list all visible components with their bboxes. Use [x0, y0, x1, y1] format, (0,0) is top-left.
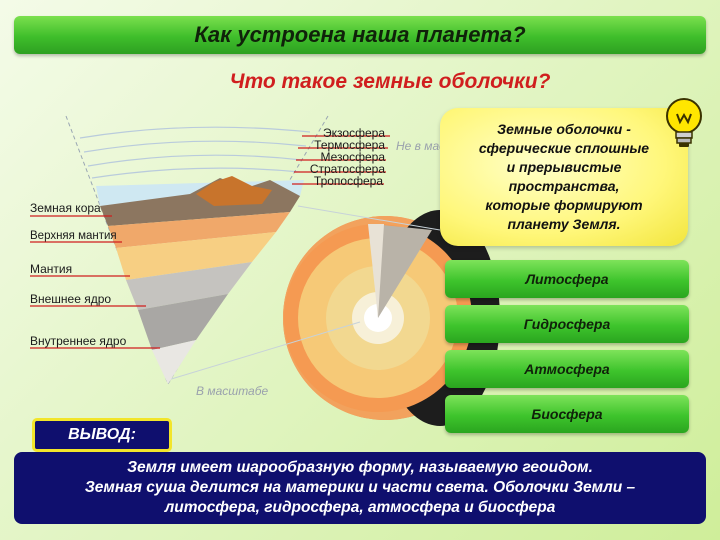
- earth-layer-label-0: Земная кора: [30, 201, 101, 215]
- definition-line: и прерывистые: [506, 159, 622, 175]
- earth-wedge: [96, 176, 304, 384]
- conclusion-label: ВЫВОД:: [32, 418, 172, 452]
- slide-subtitle: Что такое земные оболочки?: [229, 70, 551, 93]
- atmosphere-label-0: Экзосфера: [323, 126, 385, 140]
- definition-line: сферические сплошные: [478, 140, 650, 156]
- definition-line: пространства,: [508, 178, 620, 194]
- definition-line: которые формируют: [485, 197, 643, 213]
- sphere-button-lithosphere[interactable]: Литосфера: [445, 260, 689, 298]
- sphere-button-atmosphere[interactable]: Атмосфера: [445, 350, 689, 388]
- conclusion-box: Земля имеет шарообразную форму, называем…: [14, 452, 706, 524]
- lightbulb-icon: [666, 98, 702, 147]
- earth-layer-label-2: Мантия: [30, 262, 72, 276]
- atmosphere-arcs: [79, 126, 311, 179]
- conclusion-line: литосфера, гидросфера, атмосфера и биосф…: [164, 499, 556, 516]
- definition-line: планету Земля.: [507, 216, 621, 232]
- definition-callout: Земные оболочки - сферические сплошные и…: [440, 108, 688, 246]
- sphere-button-biosphere[interactable]: Биосфера: [445, 395, 689, 433]
- earth-layer-label-4: Внутреннее ядро: [30, 334, 127, 348]
- sphere-button-hydrosphere[interactable]: Гидросфера: [445, 305, 689, 343]
- to-scale-note: В масштабе: [196, 384, 268, 398]
- conclusion-line: Земная суша делится на материки и части …: [84, 479, 636, 496]
- definition-line: Земные оболочки -: [497, 121, 631, 137]
- atmosphere-label-4: Тропосфера: [314, 174, 383, 188]
- atmosphere-label-2: Мезосфера: [321, 150, 386, 164]
- conclusion-line: Земля имеет шарообразную форму, называем…: [127, 459, 593, 476]
- atmosphere-label-3: Стратосфера: [310, 162, 386, 176]
- earth-layer-label-1: Верхняя мантия: [30, 230, 117, 242]
- slide-title: Как устроена наша планета?: [14, 16, 706, 54]
- atmosphere-label-1: Термосфера: [314, 138, 385, 152]
- earth-layer-label-3: Внешнее ядро: [30, 292, 111, 306]
